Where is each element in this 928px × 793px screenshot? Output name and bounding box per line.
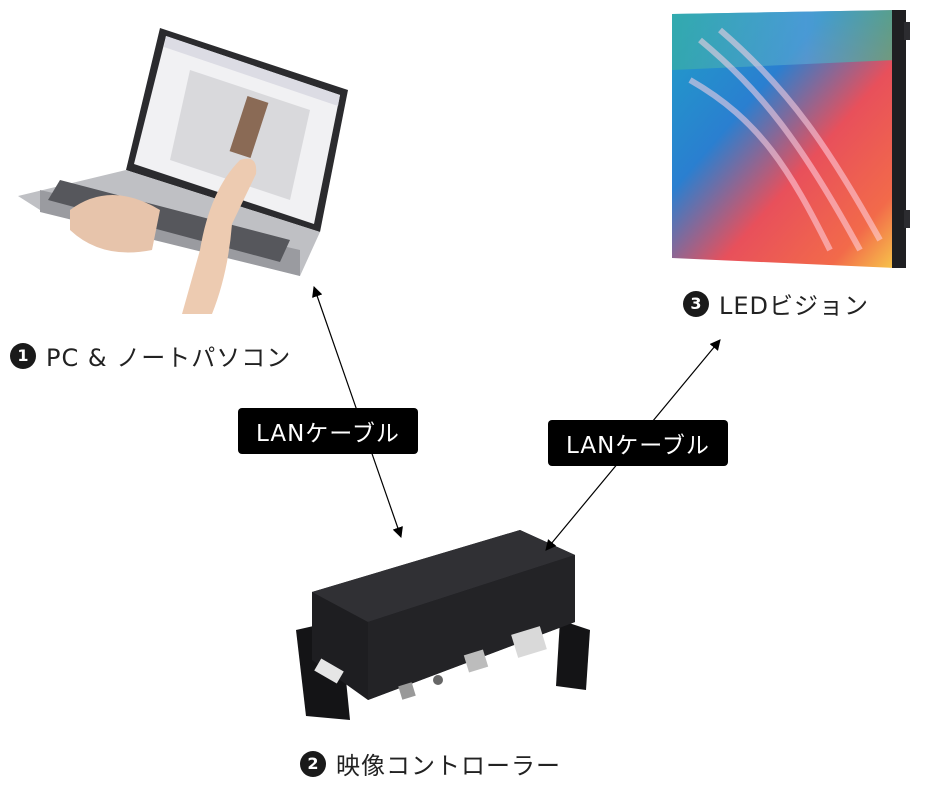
lan-cable-label-right: LANケーブル (548, 420, 728, 466)
number-badge: 2 (300, 750, 326, 777)
pc-label-text: PC & ノートパソコン (46, 344, 292, 372)
led-label: 3 LEDビジョン (683, 286, 869, 321)
number-badge: 1 (10, 342, 36, 369)
controller-label: 2 映像コントローラー (300, 746, 561, 781)
led-label-text: LEDビジョン (719, 292, 870, 320)
controller-label-text: 映像コントローラー (336, 752, 561, 780)
video-controller-image (296, 530, 590, 720)
laptop-image (18, 28, 348, 314)
number-badge: 3 (683, 290, 709, 317)
lan-cable-label-left: LANケーブル (238, 408, 418, 454)
led-panel-image (672, 10, 910, 268)
pc-label: 1 PC & ノートパソコン (10, 338, 291, 373)
